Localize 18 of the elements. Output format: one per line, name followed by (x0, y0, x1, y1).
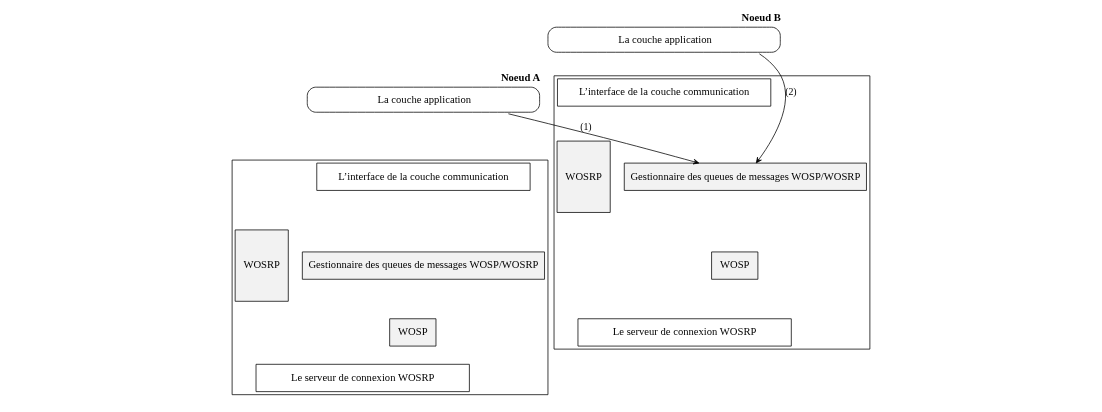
node-box: WOSP (711, 251, 759, 280)
node-box: WOSP (389, 318, 437, 347)
node-label: Noeud A (500, 71, 541, 83)
node-box: La couche application (547, 26, 781, 53)
node-box: WOSRP (234, 229, 289, 302)
node-box: WOSRP (556, 140, 611, 213)
arrow (755, 53, 786, 164)
node-box: Le serveur de connexion WOSRP (255, 363, 470, 392)
node-box: Gestionnaire des queues de messages WOSP/WOSRP (623, 162, 867, 191)
edge-label: (2) (785, 86, 797, 98)
node-box: L’interface de la couche communication (316, 162, 531, 191)
node-box: L’interface de la couche communication (557, 78, 772, 107)
node-box: La couche application (306, 86, 540, 113)
edge-label: (1) (580, 121, 592, 132)
node-box: Le serveur de connexion WOSRP (577, 318, 792, 347)
node-label: Noeud B (741, 11, 781, 23)
node-box: Gestionnaire des queues de messages WOSP/WOSRP (301, 251, 545, 280)
arrow (508, 113, 700, 165)
